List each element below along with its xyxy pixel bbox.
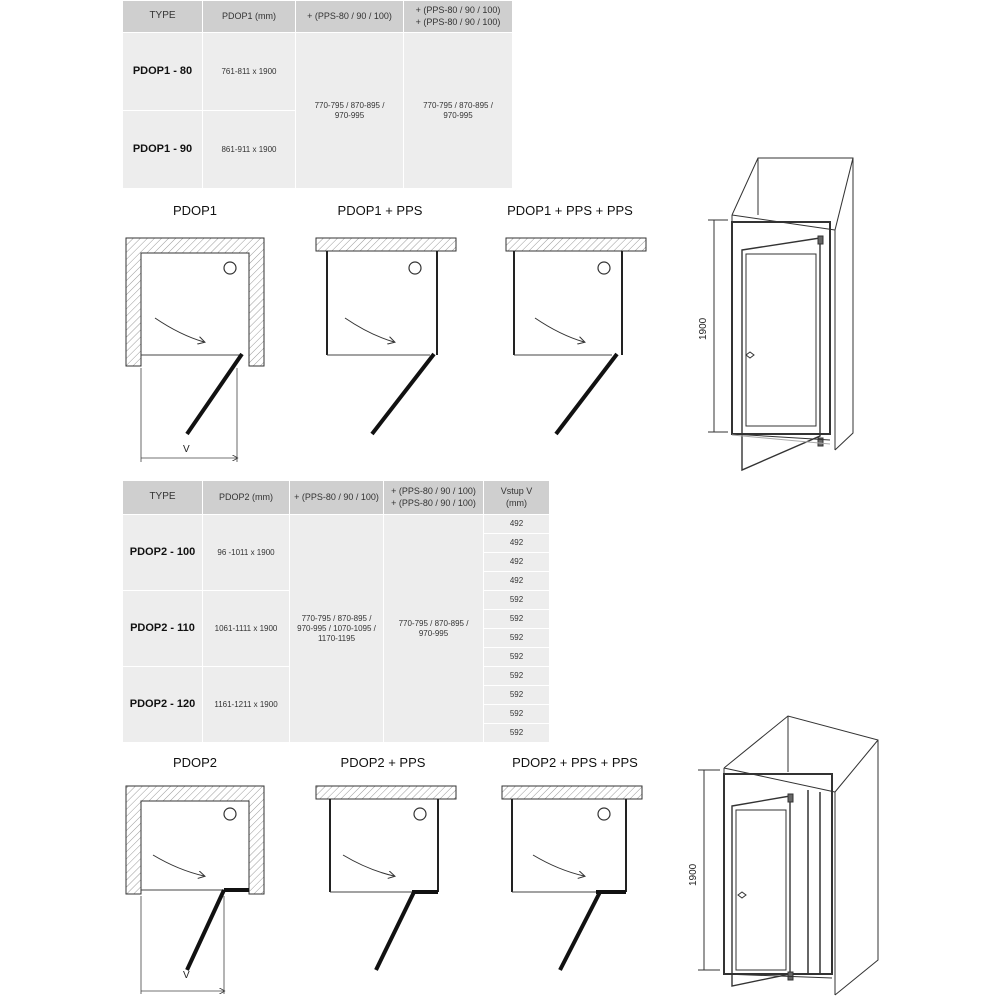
vstup-value: 592 — [483, 723, 550, 743]
vstup-value: 492 — [483, 533, 550, 553]
vstup-value: 592 — [483, 704, 550, 724]
shower-3d-drawing-pdop2: 1900 — [688, 715, 879, 996]
header-pdop1: PDOP1 (mm) — [202, 0, 296, 33]
vstup-value: 492 — [483, 552, 550, 572]
plan-title-pdop2: PDOP2 — [172, 755, 218, 770]
pps-pps-range: 770-795 / 870-895 / 970-995 — [403, 32, 513, 189]
row-type: PDOP2 - 110 — [122, 590, 203, 667]
row-type: PDOP1 - 80 — [122, 32, 203, 111]
header-type: TYPE — [122, 480, 203, 515]
header-pps-pps: + (PPS-80 / 90 / 100) + (PPS-80 / 90 / 1… — [383, 480, 484, 515]
row-type: PDOP2 - 100 — [122, 514, 203, 591]
table-row: PDOP2 - 100 96 -1011 x 1900 770-795 / 87… — [122, 514, 550, 743]
row-size: 96 -1011 x 1900 — [202, 514, 290, 591]
dim-v-label: V — [183, 444, 190, 455]
pps-range: 770-795 / 870-895 / 970-995 / 1070-1095 … — [289, 514, 384, 743]
table-pdop1: TYPE PDOP1 (mm) + (PPS-80 / 90 / 100) + … — [122, 0, 513, 189]
floor-plan-pdop1-pps-pps — [505, 237, 647, 436]
vstup-value: 592 — [483, 628, 550, 648]
vstup-value: 592 — [483, 685, 550, 705]
row-type: PDOP1 - 90 — [122, 110, 203, 189]
height-label: 1900 — [688, 863, 699, 886]
dim-v-label: V — [183, 970, 190, 981]
table-row: PDOP2 - 120 1161-1211 x 1900 592 — [122, 666, 550, 743]
height-label: 1900 — [698, 317, 709, 340]
floor-plan-pdop2-pps-pps — [501, 785, 643, 971]
table-row: PDOP2 - 110 1061-1111 x 1900 592 — [122, 590, 550, 667]
plan-title-pdop1-pps-pps: PDOP1 + PPS + PPS — [507, 203, 633, 218]
row-type: PDOP2 - 120 — [122, 666, 203, 743]
table-pdop2: TYPE PDOP2 (mm) + (PPS-80 / 90 / 100) + … — [122, 480, 550, 743]
floor-plan-pdop1-pps — [315, 237, 457, 436]
vstup-value: 492 — [483, 571, 550, 591]
pps-pps-range: 770-795 / 870-895 / 970-995 — [383, 514, 484, 743]
plan-title-pdop2-pps-pps: PDOP2 + PPS + PPS — [512, 755, 638, 770]
header-vstup: Vstup V (mm) — [483, 480, 550, 515]
plan-title-pdop2-pps: PDOP2 + PPS — [340, 755, 426, 770]
floor-plan-pdop2-pps — [315, 785, 457, 971]
header-pps: + (PPS-80 / 90 / 100) — [295, 0, 404, 33]
row-size: 861-911 x 1900 — [202, 110, 296, 189]
header-type: TYPE — [122, 0, 203, 33]
floor-plan-pdop1: V — [125, 237, 265, 462]
plan-title-pdop1: PDOP1 — [172, 203, 218, 218]
plan-title-pdop1-pps: PDOP1 + PPS — [337, 203, 423, 218]
row-size: 1161-1211 x 1900 — [202, 666, 290, 743]
header-pps-pps: + (PPS-80 / 90 / 100) + (PPS-80 / 90 / 1… — [403, 0, 513, 33]
row-size: 1061-1111 x 1900 — [202, 590, 290, 667]
floor-plan-pdop2: V — [125, 785, 265, 995]
table-row: PDOP1 - 90 861-911 x 1900 — [122, 110, 513, 189]
table-row: PDOP1 - 80 761-811 x 1900 770-795 / 870-… — [122, 32, 513, 189]
shower-3d-drawing-pdop1: 1900 — [698, 157, 854, 472]
vstup-value: 492 — [483, 514, 550, 534]
vstup-value: 592 — [483, 666, 550, 686]
vstup-value: 592 — [483, 647, 550, 667]
header-pps: + (PPS-80 / 90 / 100) — [289, 480, 384, 515]
vstup-value: 592 — [483, 590, 550, 610]
header-pdop2: PDOP2 (mm) — [202, 480, 290, 515]
row-size: 761-811 x 1900 — [202, 32, 296, 111]
pps-range: 770-795 / 870-895 / 970-995 — [295, 32, 404, 189]
vstup-value: 592 — [483, 609, 550, 629]
